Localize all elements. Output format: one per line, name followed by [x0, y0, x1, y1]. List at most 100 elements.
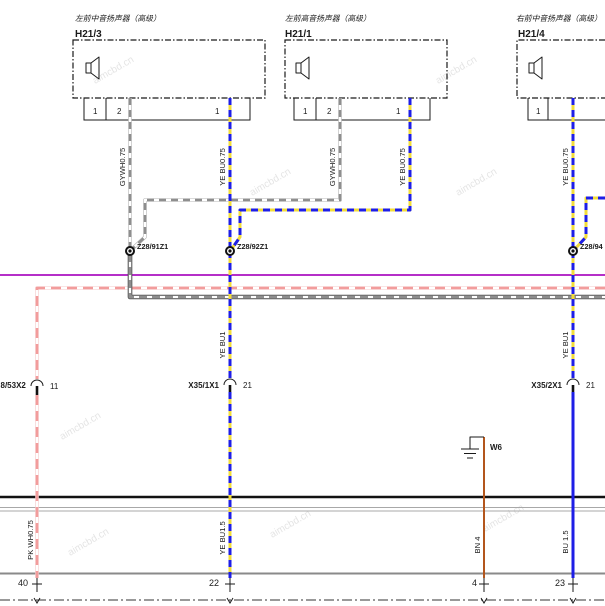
wire-label: YE BU1 [218, 331, 227, 358]
watermark-text: aimcbd.cn [66, 526, 111, 558]
splice-label: Z28/91Z1 [137, 242, 168, 251]
splice-dot [228, 249, 232, 253]
connector-socket [566, 378, 580, 386]
component-title: 右前中音扬声器（高级） [516, 14, 602, 23]
speaker-cone [533, 56, 543, 80]
component-h21-1: 左前高音扬声器（高级） H21/1 1 2 1 [284, 14, 448, 121]
terminal-pin-number: 4 [472, 578, 477, 588]
wire-label: YE BU1.5 [218, 521, 227, 554]
pin-label: 1 [396, 107, 401, 116]
component-outline [284, 39, 448, 99]
wire-label: YE BU0.75 [561, 148, 570, 186]
wire-stroke [35, 286, 605, 379]
pin-label: 2 [327, 107, 332, 116]
splice-dot [128, 249, 132, 253]
speaker-cone [90, 56, 100, 80]
speaker-magnet [528, 62, 535, 74]
connector-socket [223, 378, 237, 386]
watermark-text: aimcbd.cn [248, 166, 293, 198]
component-h21-3: 左前中音扬声器（高级） H21/3 1 2 1 [72, 14, 266, 121]
pin-label: 2 [117, 107, 122, 116]
wire-label: YE BU1 [561, 331, 570, 358]
splices: Z28/91Z1 Z28/92Z1 Z28/94 [125, 242, 604, 256]
terminal-pin-number: 22 [209, 578, 219, 588]
terminal-mark [479, 578, 489, 604]
wire-stroke [35, 286, 605, 379]
connector-outline [293, 98, 431, 121]
wire-label: BN 4 [473, 537, 482, 554]
speaker-icon [295, 56, 310, 80]
pin-label: 1 [93, 107, 98, 116]
terminal-mark [32, 578, 42, 604]
terminal-icon [32, 578, 42, 604]
wire-label: BU 1.5 [561, 530, 570, 553]
wire-stroke [229, 98, 412, 251]
connector-pin-icon [30, 379, 44, 395]
pin-label: 1 [215, 107, 220, 116]
terminal-icon [568, 578, 578, 604]
wire-labels: GYWH0.75 YE BU0.75 GYWH0.75 YE BU0.75 YE… [26, 148, 570, 560]
splice-icon [225, 246, 235, 256]
wire-label: YE BU0.75 [398, 148, 407, 186]
speaker-cone [300, 56, 310, 80]
connector-pin-number: 21 [586, 381, 595, 390]
wire-h21-1-pin1-yebu [229, 98, 412, 251]
speaker-magnet [85, 62, 92, 74]
wire-h21-1-pin2-gywh [129, 98, 342, 252]
speaker-icon [85, 56, 100, 80]
terminal-mark [568, 578, 578, 604]
connector-label: X35/2X1 [531, 381, 562, 390]
watermark-text: aimcbd.cn [58, 410, 103, 442]
watermark-text: aimcbd.cn [268, 508, 313, 540]
watermark-text: aimcbd.cn [91, 54, 136, 86]
connector-pin-number: 11 [50, 382, 59, 391]
ground-w6: W6 [461, 436, 503, 459]
speaker-magnet [295, 62, 302, 74]
bus-lines [0, 254, 605, 601]
ground-label: W6 [490, 443, 503, 452]
component-id: H21/4 [518, 29, 545, 40]
wire-stroke [129, 98, 342, 252]
pin-label: 1 [303, 107, 308, 116]
component-h21-4: 右前中音扬声器（高级） H21/4 1 [516, 14, 605, 121]
splice-icon [568, 246, 578, 256]
terminal-mark [225, 578, 235, 604]
component-title: 左前高音扬声器（高级） [285, 14, 371, 23]
wire-label: GYWH0.75 [328, 148, 337, 186]
terminal-icon [479, 578, 489, 604]
connector-pin-number: 21 [243, 381, 252, 390]
connector-outline [527, 98, 605, 121]
wire-label: YE BU0.75 [218, 148, 227, 186]
wires [35, 98, 605, 578]
wire-stroke [130, 98, 342, 251]
wire-stroke [572, 196, 605, 252]
wire-pk-wh-bus [35, 286, 605, 379]
wire-stroke [130, 98, 342, 251]
connector-label: X35/1X1 [188, 381, 219, 390]
terminal-pin-number: 40 [18, 578, 28, 588]
component-outline [72, 39, 266, 99]
bottom-terminals: 40 22 4 23 [18, 578, 578, 604]
wire-stroke [128, 254, 605, 299]
connector-outline [83, 98, 251, 121]
component-id: H21/3 [75, 29, 102, 40]
splice-dot [571, 249, 575, 253]
splice-label: Z28/92Z1 [237, 242, 268, 251]
wire-gy-wh-bus [127, 254, 605, 300]
wire-right-incoming-yebu [572, 196, 605, 252]
component-id: H21/1 [285, 29, 312, 40]
connector-pin-icon [223, 378, 237, 392]
ground-stem [469, 436, 484, 449]
watermarks: aimcbd.cn aimcbd.cn aimcbd.cn aimcbd.cn … [58, 54, 526, 558]
component-outline [516, 39, 605, 99]
connector-socket [30, 379, 44, 387]
speaker-icon [528, 56, 543, 80]
watermark-text: aimcbd.cn [454, 166, 499, 198]
terminal-pin-number: 23 [555, 578, 565, 588]
inline-connectors: 8/53X2 11 X35/1X1 21 X35/2X1 21 [1, 378, 595, 395]
wire-label: PK WH0.75 [26, 520, 35, 560]
wire-label: GYWH0.75 [118, 148, 127, 186]
wire-stroke [35, 286, 605, 379]
